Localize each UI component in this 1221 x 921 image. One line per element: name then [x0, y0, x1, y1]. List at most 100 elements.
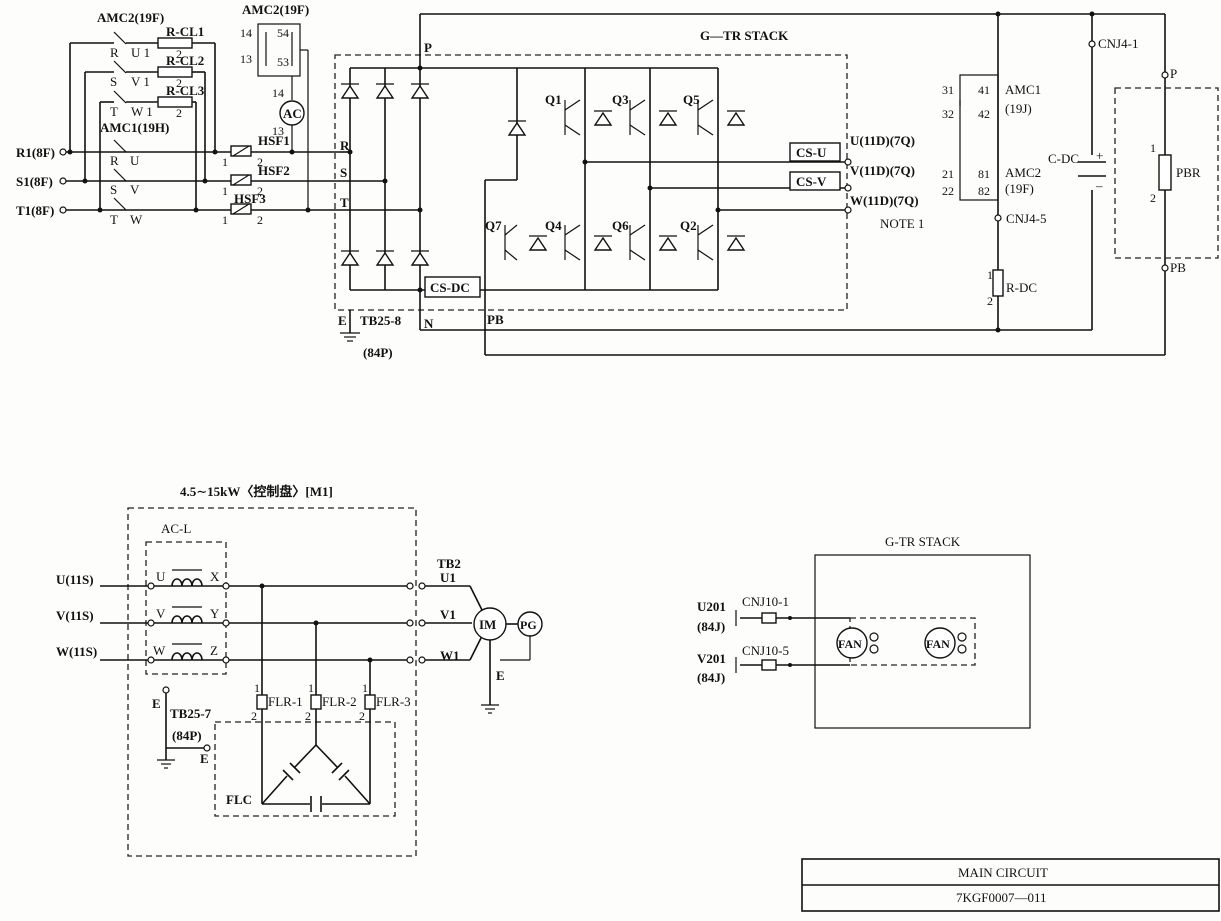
amc1-j-sub: (19J) [1005, 101, 1032, 116]
rcl-num-u1: U 1 [131, 45, 150, 60]
tb25-7-e-label: E [152, 696, 161, 711]
q5-label: Q5 [683, 92, 700, 107]
gtr-stack-title: G—TR STACK [700, 28, 789, 43]
cs-v-label: CS-V [796, 174, 827, 189]
fan-stack-boundary [814, 554, 1031, 729]
rdc-pin1: 1 [987, 268, 993, 282]
acl-out-y: Y [210, 606, 220, 621]
ac-pin-13b: 13 [272, 124, 284, 138]
phase-letter-t: T [110, 212, 118, 227]
rdc-pin2: 2 [987, 294, 993, 308]
pbr-pb-label: PB [1170, 260, 1186, 275]
filter-input-u: U(11S) [56, 572, 94, 587]
fan-stack-title: G-TR STACK [885, 534, 961, 549]
q7 [504, 224, 548, 261]
pin-31: 31 [942, 83, 954, 97]
flr3-pin1: 1 [362, 681, 368, 695]
input-s1: S1(8F) [16, 174, 53, 189]
flr1-pin1: 1 [254, 681, 260, 695]
flc-label: FLC [226, 792, 252, 807]
rcl-num-v1: V 1 [131, 74, 150, 89]
pbr-pin2: 2 [1150, 191, 1156, 205]
pin-42: 42 [978, 107, 990, 121]
ac-pin-14b: 14 [272, 86, 284, 100]
rcl3-pin: 2 [176, 106, 182, 120]
filter-boundary [127, 507, 417, 857]
rcl-phase-r: R [110, 45, 119, 60]
q1-label: Q1 [545, 92, 562, 107]
acl-out-x: X [210, 569, 220, 584]
term-r: R [340, 138, 350, 153]
fan-1-label: FAN [838, 637, 862, 651]
output-v: V(11D)(7Q) [850, 163, 915, 178]
main-num-u: U [130, 153, 140, 168]
filter-input-w: W(11S) [56, 644, 97, 659]
tb25-7-e2-label: E [200, 751, 209, 766]
acl-in-v: V [156, 606, 166, 621]
flr2-label: FLR-2 [322, 694, 357, 709]
hsf1-pin1: 1 [222, 155, 228, 169]
tb25-7-sub: (84P) [172, 728, 202, 743]
hsf3-label: HSF3 [234, 191, 266, 206]
phase-letter-r: R [110, 153, 119, 168]
rcl-phase-s: S [110, 74, 117, 89]
flc-boundary [214, 721, 396, 817]
rcl2-pin: 2 [176, 76, 182, 90]
tb25-7-label: TB25-7 [170, 706, 212, 721]
pin-22: 22 [942, 184, 954, 198]
rcl1-label: R-CL1 [166, 24, 204, 39]
hsf3-pin1: 1 [222, 213, 228, 227]
title-block-code: 7KGF0007—011 [956, 890, 1047, 905]
flr3-label: FLR-3 [376, 694, 411, 709]
u201-sub: (84J) [697, 619, 725, 634]
u201-label: U201 [697, 599, 726, 614]
rcl-phase-t: T [110, 104, 118, 119]
q3 [629, 99, 678, 136]
q3-label: Q3 [612, 92, 629, 107]
pbr-pin1: 1 [1150, 141, 1156, 155]
term-n: N [424, 316, 434, 331]
ac-pin-13a: 13 [240, 52, 252, 66]
pbr-p-label: P [1170, 66, 1177, 81]
fan-1 [836, 627, 868, 659]
term-t: T [340, 195, 349, 210]
tb25-8-sub: (84P) [363, 345, 393, 360]
gtr-stack-boundary [334, 54, 848, 311]
e-label-top: E [338, 313, 347, 328]
cs-dc-label: CS-DC [430, 280, 470, 295]
amc1-label: AMC1(19H) [100, 120, 169, 135]
fan-2 [924, 627, 956, 659]
tb2-label: TB2 [437, 556, 461, 571]
q2 [697, 224, 746, 261]
output-w: W(11D)(7Q) [850, 193, 919, 208]
acl-boundary [145, 541, 227, 675]
q5 [697, 99, 746, 136]
gtr-stack: G—TR STACK P R S T N PB CS-DC [334, 13, 1165, 360]
acl-in-u: U [156, 569, 166, 584]
q7-label: Q7 [485, 218, 502, 233]
pbr-boundary [1114, 87, 1219, 259]
input-section: AMC2(19F) AMC2(19F) AMC1(19H) R1(8F) S1(… [16, 2, 340, 227]
cdc-minus: – [1095, 178, 1103, 193]
hsf2-pin1: 1 [222, 184, 228, 198]
flr2-pin1: 1 [308, 681, 314, 695]
output-u: U(11D)(7Q) [850, 133, 915, 148]
cnj10-5-label: CNJ10-5 [742, 643, 789, 658]
input-t1: T1(8F) [16, 203, 54, 218]
q2-label: Q2 [680, 218, 697, 233]
fan-wiring-boundary [849, 617, 976, 666]
phase-letter-s: S [110, 182, 117, 197]
hsf2-label: HSF2 [258, 163, 290, 178]
rcl3-label: R-CL3 [166, 83, 205, 98]
cs-u-label: CS-U [796, 145, 827, 160]
pin-32: 32 [942, 107, 954, 121]
hsf2-pin2: 2 [257, 184, 263, 198]
amc2-label-a: AMC2(19F) [97, 10, 164, 25]
ac-pin-14a: 14 [240, 26, 252, 40]
fan-section: G-TR STACK U201 (84J) V201 (84J) CNJ10-1… [697, 534, 1031, 729]
flr3-pin2: 2 [359, 709, 365, 723]
amc1-j-label: AMC1 [1005, 82, 1041, 97]
filter-section: 4.5∼15kW〈控制盘〉[M1] AC-L U(11S) V(11S) W(1… [56, 484, 543, 857]
